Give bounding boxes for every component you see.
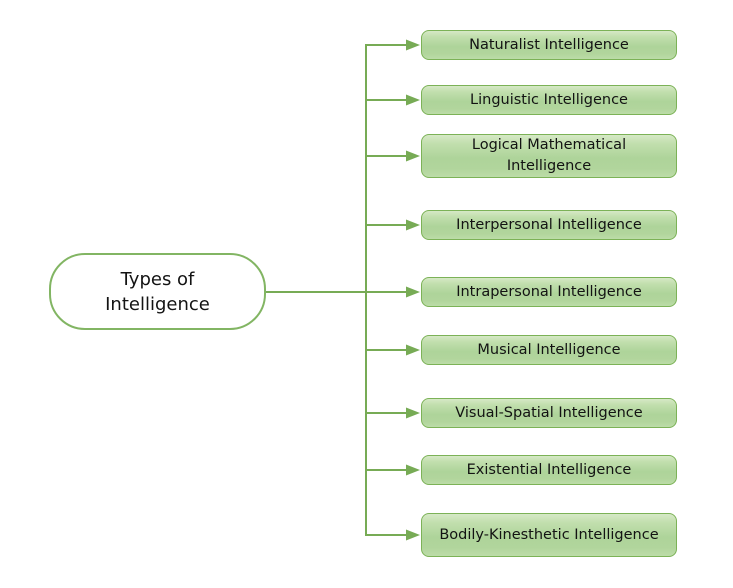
branch-node-label: Bodily-Kinesthetic Intelligence [439,526,659,543]
branch-node-visual-spatial[interactable]: Visual-Spatial Intelligence [421,398,677,428]
branch-node-label: Visual-Spatial Intelligence [455,404,643,421]
arrowhead-icon [406,39,420,51]
branch-node-musical[interactable]: Musical Intelligence [421,335,677,365]
branch-node-label: Interpersonal Intelligence [456,216,642,233]
root-node-types-of-intelligence[interactable]: Types of Intelligence [49,253,266,330]
arrowhead-icon [406,286,420,298]
arrowhead-icon [406,94,420,106]
branch-node-label: Naturalist Intelligence [469,36,629,53]
branch-node-existential[interactable]: Existential Intelligence [421,455,677,485]
branch-node-label: Logical Mathematical Intelligence [471,137,627,174]
arrowhead-icon [406,219,420,231]
branch-node-label: Existential Intelligence [466,461,632,478]
branch-node-intrapersonal[interactable]: Intrapersonal Intelligence [421,277,677,307]
branch-node-label: Intrapersonal Intelligence [456,283,642,300]
branch-node-bodily-kinesthetic[interactable]: Bodily-Kinesthetic Intelligence [421,513,677,557]
branch-node-interpersonal[interactable]: Interpersonal Intelligence [421,210,677,240]
branch-node-logical-mathematical[interactable]: Logical Mathematical Intelligence [421,134,677,178]
branch-node-label: Musical Intelligence [477,341,621,358]
branch-node-linguistic[interactable]: Linguistic Intelligence [421,85,677,115]
arrowhead-icon [406,407,420,419]
branch-node-naturalist[interactable]: Naturalist Intelligence [421,30,677,60]
arrowhead-icon [406,464,420,476]
branch-node-label: Linguistic Intelligence [470,91,628,108]
root-node-label: Types of Intelligence [105,268,210,315]
arrowhead-icon [406,150,420,162]
arrowhead-icon [406,344,420,356]
arrowhead-icon [406,529,420,541]
